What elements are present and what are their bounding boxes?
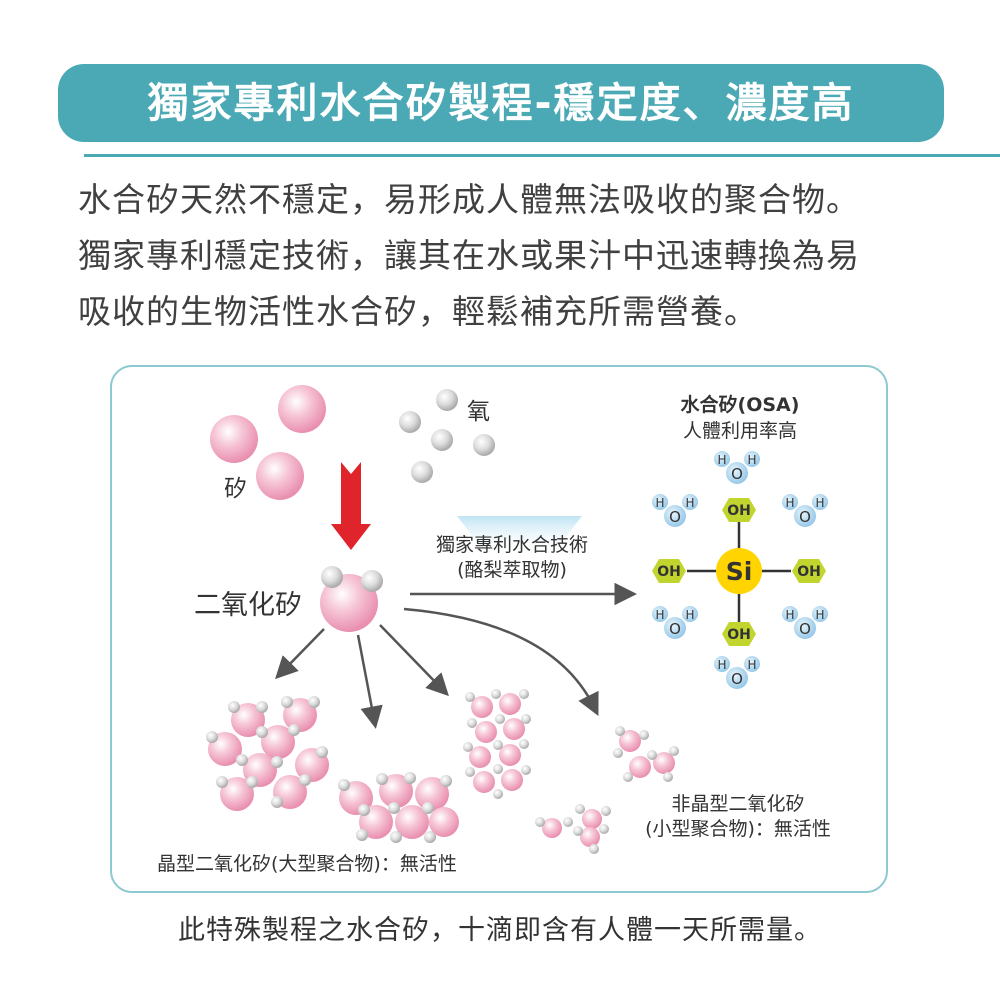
svg-text:O: O [731, 465, 743, 483]
reaction-arrow [331, 462, 371, 550]
amorphous-sub: (小型聚合物)：無活性 [645, 818, 831, 840]
svg-text:H: H [685, 496, 694, 510]
intro-line: 水合矽天然不穩定，易形成人體無法吸收的聚合物。 [78, 180, 860, 219]
hydroxyl-bottom: OH [722, 622, 756, 646]
intro-line: 吸收的生物活性水合矽，輕鬆補充所需營養。 [78, 292, 758, 331]
hydroxyl-right: OH [792, 559, 826, 583]
svg-text:H: H [747, 453, 756, 467]
svg-text:H: H [785, 608, 794, 622]
silicon-atoms [210, 385, 326, 500]
sio2-molecule [320, 566, 383, 632]
sio2-label: 二氧化矽 [194, 590, 302, 621]
amorphous-cluster-lower [535, 804, 611, 854]
oxygen-atoms [399, 389, 495, 483]
si-atom [716, 548, 762, 594]
svg-text:H: H [717, 453, 726, 467]
svg-text:H: H [815, 496, 824, 510]
svg-text:O: O [799, 620, 811, 638]
title-underline [84, 154, 1000, 157]
process-fan [457, 516, 582, 555]
footnote: 此特殊製程之水合矽，十滴即含有人體一天所需量。 [178, 915, 822, 946]
water-molecule-top: H H O [714, 451, 760, 484]
process-diagram: 矽 氧 二氧化矽 獨家專利水合技術 (酪梨萃取物) 水合矽(OSA) 人體利用率… [110, 365, 888, 893]
osa-title: 水合矽(OSA) [681, 393, 800, 416]
si-label: Si [726, 557, 753, 586]
crystal-label: 晶型二氧化矽(大型聚合物)：無活性 [157, 853, 457, 875]
svg-text:H: H [655, 608, 664, 622]
svg-text:H: H [747, 658, 756, 672]
intro-line: 獨家專利穩定技術，讓其在水或果汁中迅速轉換為易 [78, 236, 860, 275]
process-sub: (酪梨萃取物) [457, 559, 567, 581]
svg-text:H: H [785, 496, 794, 510]
svg-text:H: H [815, 608, 824, 622]
water-molecule-top-left: H H O [652, 494, 698, 527]
process-label: 獨家專利水合技術 [436, 534, 588, 556]
intro-text: 水合矽天然不穩定，易形成人體無法吸收的聚合物。 獨家專利穩定技術，讓其在水或果汁… [78, 172, 958, 340]
crystal-cluster-bottom [338, 772, 459, 843]
water-molecule-bottom-right: H H O [782, 606, 828, 639]
hydroxyl-left: OH [652, 559, 686, 583]
osa-structure: OH OH OH OH Si H H O [652, 451, 828, 689]
svg-text:H: H [685, 608, 694, 622]
svg-text:O: O [669, 508, 681, 526]
crystal-cluster-column [463, 689, 531, 799]
svg-text:OH: OH [657, 564, 681, 580]
svg-text:H: H [717, 658, 726, 672]
amorphous-label: 非晶型二氧化矽 [671, 793, 804, 815]
hydroxyl-top: OH [722, 498, 756, 522]
silicon-label: 矽 [224, 476, 247, 502]
svg-text:OH: OH [727, 503, 751, 519]
diagram-canvas: 矽 氧 二氧化矽 獨家專利水合技術 (酪梨萃取物) 水合矽(OSA) 人體利用率… [157, 385, 831, 875]
polymer-arrows [275, 607, 599, 729]
title-banner: 獨家專利水合矽製程-穩定度、濃度高 [58, 64, 944, 142]
water-molecule-top-right: H H O [782, 494, 828, 527]
svg-text:OH: OH [797, 564, 821, 580]
svg-text:O: O [731, 670, 743, 688]
svg-text:O: O [669, 620, 681, 638]
water-molecule-bottom-left: H H O [652, 606, 698, 639]
svg-text:O: O [799, 508, 811, 526]
amorphous-cluster-upper [613, 726, 679, 782]
page-title: 獨家專利水合矽製程-穩定度、濃度高 [147, 79, 855, 127]
water-molecule-bottom: H H O [714, 656, 760, 689]
svg-text:H: H [655, 496, 664, 510]
osa-sub: 人體利用率高 [683, 420, 797, 442]
crystal-cluster-large [206, 696, 329, 811]
oxygen-label: 氧 [467, 399, 490, 425]
svg-text:OH: OH [727, 627, 751, 643]
